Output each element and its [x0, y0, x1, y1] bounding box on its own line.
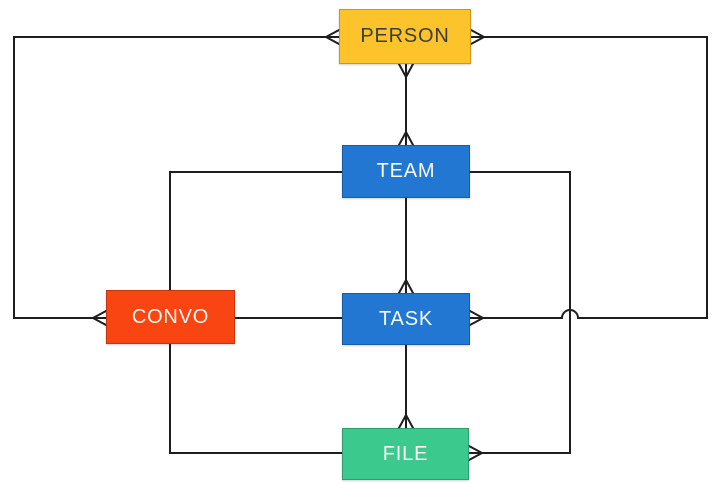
node-convo-label: CONVO [131, 305, 210, 328]
node-task-label: TASK [379, 307, 433, 330]
node-person: PERSON [339, 9, 471, 64]
node-convo: CONVO [106, 290, 235, 344]
node-team: TEAM [342, 145, 470, 198]
crowfoot-file-top [398, 412, 414, 429]
crowfoot-person-right [470, 29, 487, 45]
node-person-label: PERSON [360, 25, 450, 47]
edge-team-file [468, 171, 571, 454]
crowfoot-person-bottom [398, 63, 414, 80]
crowfoot-convo-left [90, 310, 107, 326]
node-file: FILE [342, 428, 469, 480]
edge-person-task [469, 36, 708, 319]
crowfoot-person-left [323, 29, 340, 45]
edge-person-convo [13, 36, 340, 319]
node-team-label: TEAM [376, 160, 436, 182]
crowfoot-task-right [469, 310, 486, 326]
node-task: TASK [342, 293, 470, 345]
crowfoot-file-right [468, 445, 485, 461]
edge-group [13, 29, 708, 461]
crowfoot-team-top [398, 129, 414, 146]
crowfoot-task-top [398, 277, 414, 294]
node-file-label: FILE [382, 442, 429, 465]
